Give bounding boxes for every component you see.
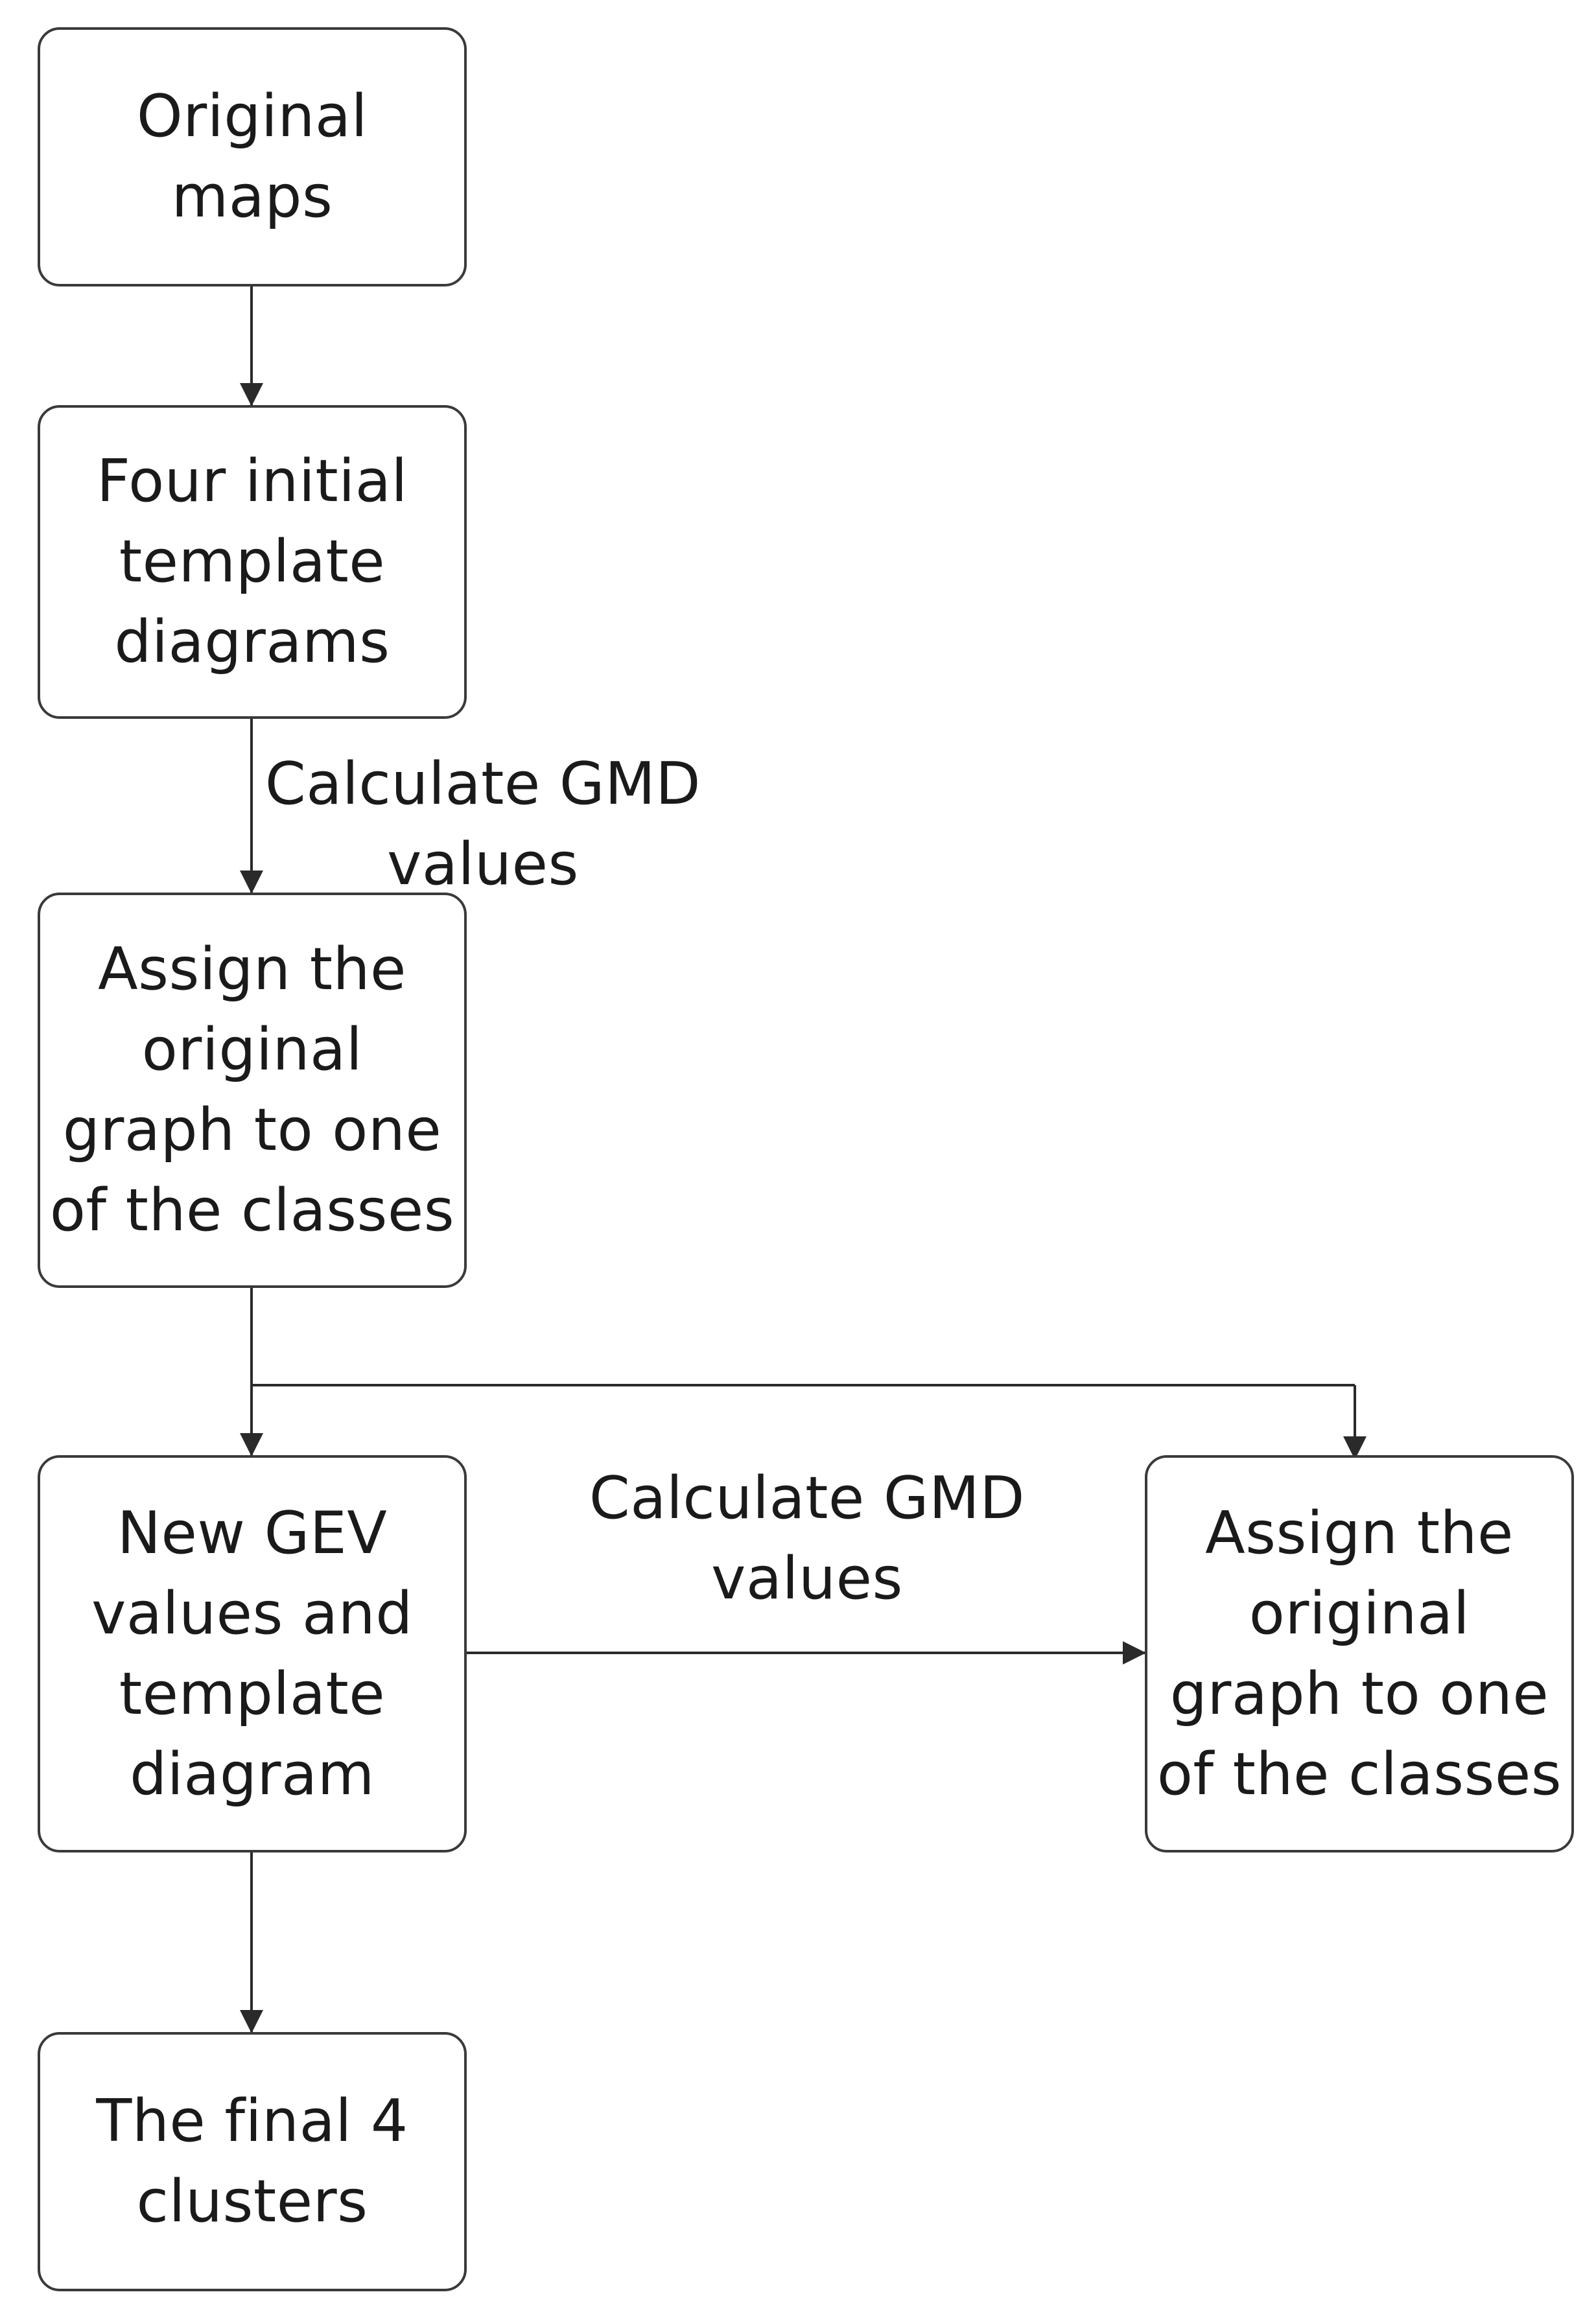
node-original-maps: Original maps	[38, 27, 467, 286]
edge-label-calculate-gmd-2: Calculate GMD values	[589, 1464, 1026, 1613]
node-assign-left: Assign the original graph to one of the …	[38, 893, 467, 1288]
node-assign-right-label: Assign the original graph to one of the …	[1156, 1499, 1562, 1808]
node-new-gev: New GEV values and template diagram	[38, 1455, 467, 1852]
node-original-maps-label: Original maps	[136, 82, 368, 231]
node-final-clusters: The final 4 clusters	[38, 2032, 467, 2291]
node-four-initial-templates: Four initial template diagrams	[38, 405, 467, 719]
node-assign-right: Assign the original graph to one of the …	[1145, 1455, 1574, 1852]
node-four-initial-templates-label: Four initial template diagrams	[97, 447, 408, 676]
edge-label-calculate-gmd-1: Calculate GMD values	[264, 750, 701, 898]
node-final-clusters-label: The final 4 clusters	[96, 2087, 408, 2236]
node-assign-left-label: Assign the original graph to one of the …	[49, 935, 455, 1245]
node-new-gev-label: New GEV values and template diagram	[91, 1499, 413, 1808]
